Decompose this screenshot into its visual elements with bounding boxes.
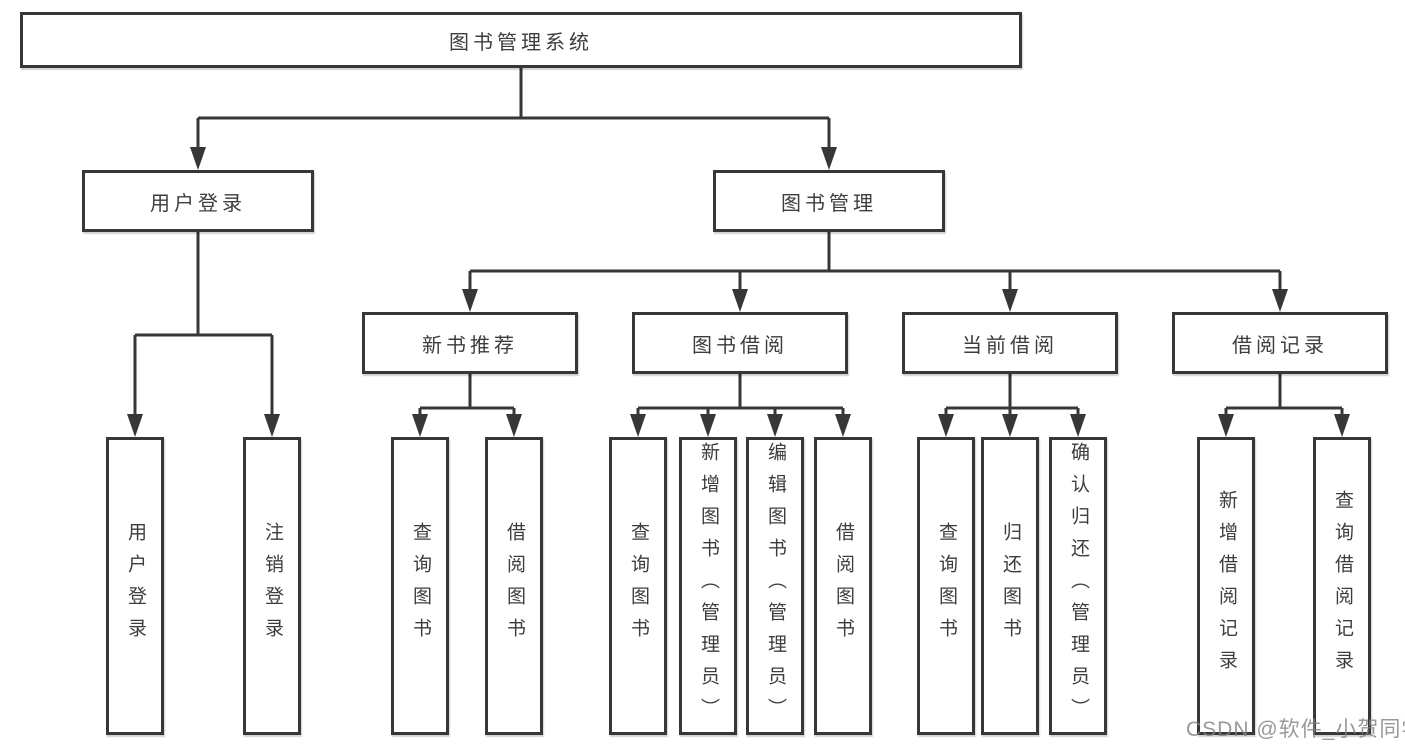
- leaf-logout: 注销登录: [243, 437, 301, 735]
- csdn-watermark: CSDN @软件_小贺同学: [1186, 718, 1405, 741]
- node-library-system: 图书管理系统: [20, 12, 1022, 68]
- leaf-confirm-return-admin: 确认归还（管理员）: [1049, 437, 1107, 735]
- leaf-query-books-2: 查询图书: [609, 437, 667, 735]
- node-user-login: 用户登录: [82, 170, 314, 232]
- leaf-borrow-books-2: 借阅图书: [814, 437, 872, 735]
- leaf-edit-books-admin: 编辑图书（管理员）: [746, 437, 804, 735]
- leaf-query-books-3: 查询图书: [917, 437, 975, 735]
- leaf-return-books: 归还图书: [981, 437, 1039, 735]
- leaf-add-borrow-record: 新增借阅记录: [1197, 437, 1255, 735]
- node-book-borrow: 图书借阅: [632, 312, 848, 374]
- node-current-borrow: 当前借阅: [902, 312, 1118, 374]
- arrowhead-icons: [127, 147, 1350, 437]
- node-borrow-records: 借阅记录: [1172, 312, 1388, 374]
- leaf-add-books-admin: 新增图书（管理员）: [679, 437, 737, 735]
- leaf-user-login: 用户登录: [106, 437, 164, 735]
- leaf-query-borrow-record: 查询借阅记录: [1313, 437, 1371, 735]
- node-new-book-recommend: 新书推荐: [362, 312, 578, 374]
- node-book-management: 图书管理: [713, 170, 945, 232]
- leaf-query-books-1: 查询图书: [391, 437, 449, 735]
- leaf-borrow-books-1: 借阅图书: [485, 437, 543, 735]
